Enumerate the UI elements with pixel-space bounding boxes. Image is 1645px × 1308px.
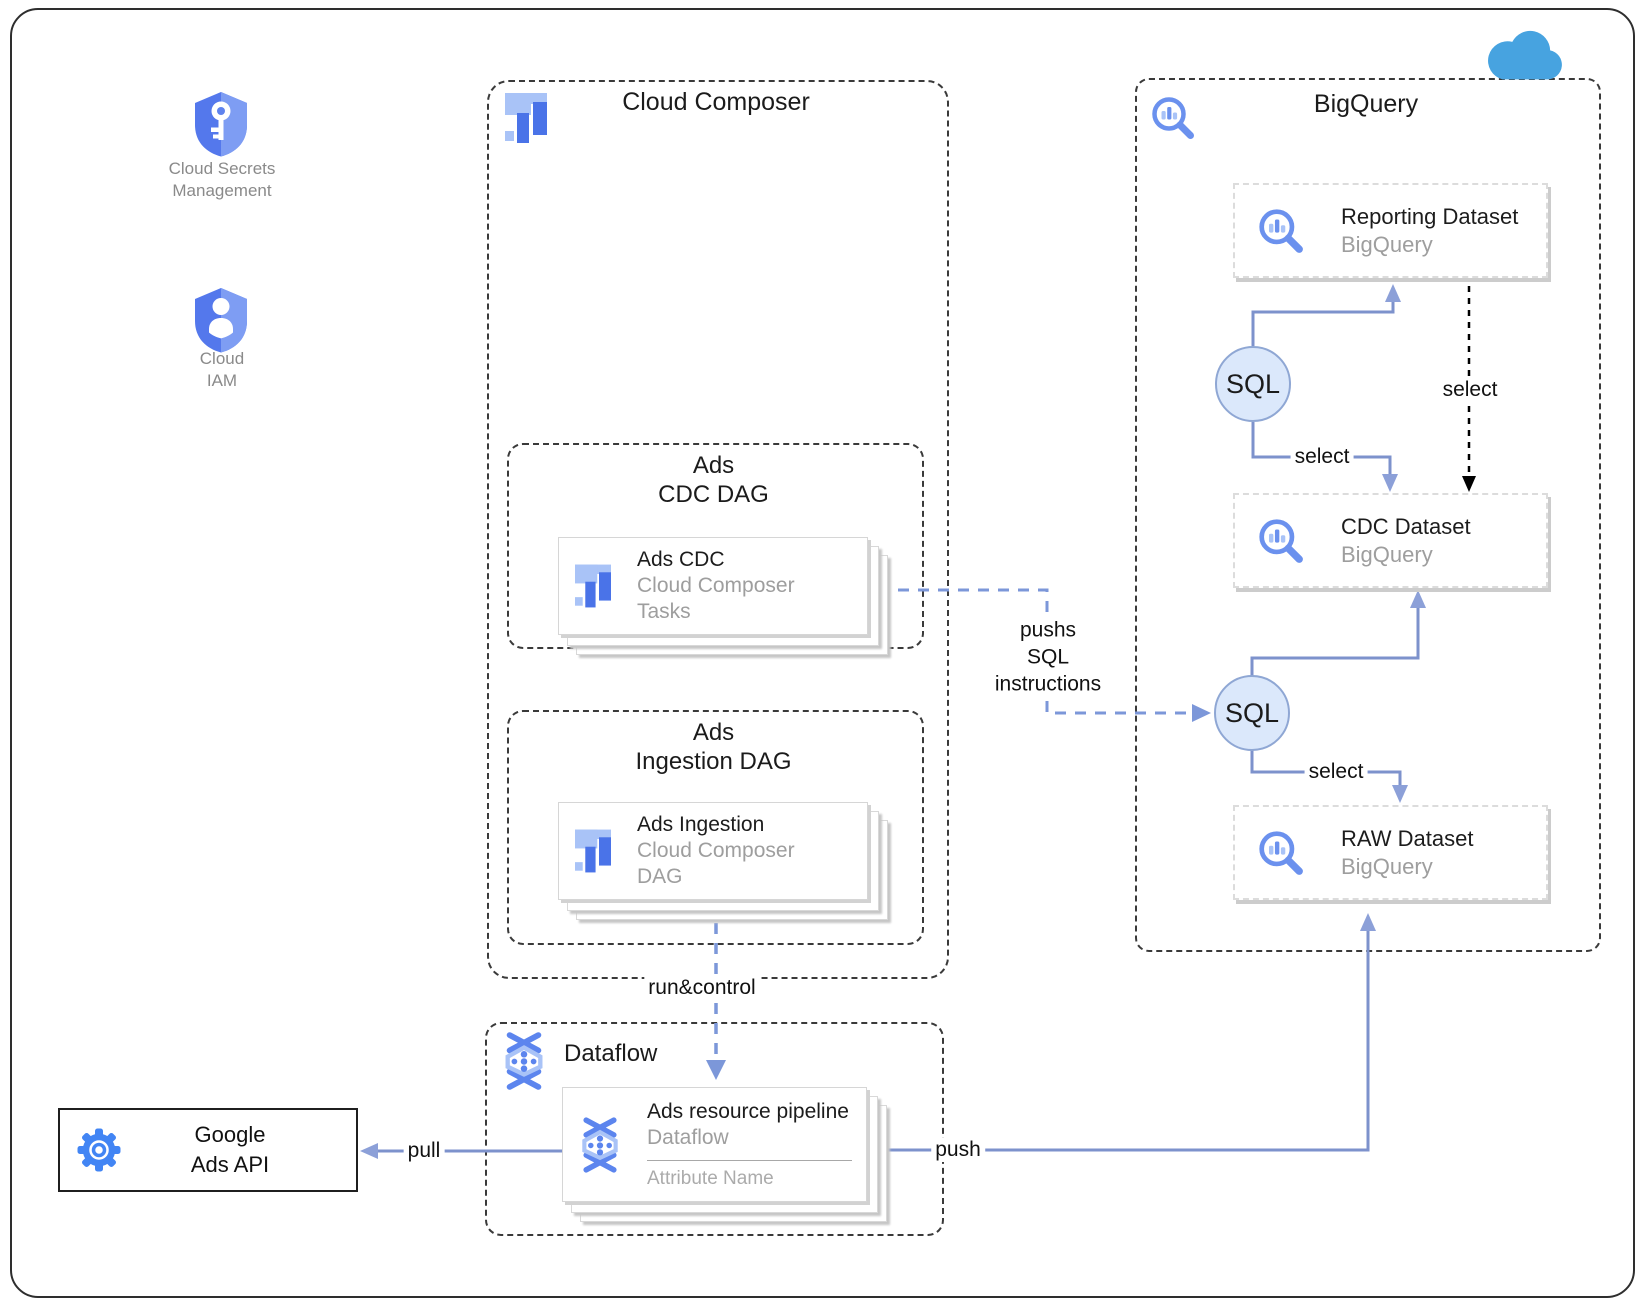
edge-label-pushs-sql-instructions: pushs SQL instructions (990, 616, 1106, 698)
cloud-secrets-label: Cloud Secrets Management (122, 158, 322, 202)
cloud-iam-label-line2: IAM (206, 371, 238, 390)
google-ads-api-label: Google Ads API (122, 1120, 338, 1180)
raw-dataset-card: RAW Dataset BigQuery (1233, 805, 1548, 900)
cdc-dataset-subtitle: BigQuery (1341, 541, 1433, 567)
cloud-composer-title: Cloud Composer (622, 88, 810, 116)
ads-resource-pipeline-card: Ads resource pipeline Dataflow Attribute… (562, 1087, 867, 1202)
dataflow-weave-icon (577, 1117, 623, 1173)
raw-dataset-title: RAW Dataset (1341, 825, 1474, 851)
sql-node-top: SQL (1215, 346, 1291, 422)
ads-cdc-dag-title-line2: CDC DAG (658, 481, 769, 508)
dataflow-weave-icon (500, 1032, 548, 1090)
dataflow-card-subtitle: Dataflow (647, 1126, 729, 1149)
edge-label-select-dashed: select (1438, 378, 1502, 402)
edge-label-push: push (931, 1138, 985, 1162)
ads-ingestion-dag-title: Ads Ingestion DAG (507, 718, 920, 776)
ads-cdc-dag-title-line1: Ads (692, 452, 735, 479)
reporting-dataset-subtitle: BigQuery (1341, 231, 1433, 257)
cloud-iam-label-line1: Cloud (199, 349, 245, 368)
shield-key-icon (192, 90, 250, 158)
ads-cdc-card: Ads CDC Cloud Composer Tasks (558, 537, 868, 635)
dataflow-card-attribute: Attribute Name (647, 1168, 774, 1189)
google-ads-api-line1: Google (194, 1122, 266, 1147)
magnifier-chart-icon (1257, 829, 1305, 877)
magnifier-chart-icon (1150, 95, 1196, 141)
ads-cdc-card-title: Ads CDC (637, 548, 725, 571)
google-ads-api-line2: Ads API (190, 1152, 270, 1177)
ads-ingestion-card-sub1: Cloud Composer (637, 839, 795, 862)
dataflow-card-divider (647, 1160, 852, 1161)
edge-label-run-control: run&control (644, 976, 760, 1000)
ads-ingestion-card: Ads Ingestion Cloud Composer DAG (558, 802, 868, 900)
cloud-icon (1483, 28, 1565, 82)
cloud-iam-label: Cloud IAM (122, 348, 322, 392)
cloud-secrets-label-line1: Cloud Secrets (168, 159, 276, 178)
cdc-dataset-title: CDC Dataset (1341, 513, 1471, 539)
reporting-dataset-title: Reporting Dataset (1341, 203, 1519, 229)
ads-ingestion-card-title: Ads Ingestion (637, 813, 765, 836)
cdc-dataset-card: CDC Dataset BigQuery (1233, 493, 1548, 588)
gear-icon (76, 1127, 122, 1173)
ads-cdc-dag-title: Ads CDC DAG (507, 451, 920, 509)
edge-label-pull: pull (403, 1139, 445, 1163)
dataflow-title: Dataflow (564, 1040, 658, 1067)
edge-label-pushs-line2: SQL (1026, 645, 1070, 669)
edge-label-pushs-line3: instructions (994, 672, 1102, 696)
ads-cdc-card-sub1: Cloud Composer (637, 574, 795, 597)
magnifier-chart-icon (1257, 207, 1305, 255)
composer-blocks-icon (505, 92, 547, 144)
raw-dataset-subtitle: BigQuery (1341, 853, 1433, 879)
reporting-dataset-card: Reporting Dataset BigQuery (1233, 183, 1548, 278)
cloud-secrets-label-line2: Management (172, 181, 272, 200)
ads-cdc-card-sub2: Tasks (637, 600, 691, 623)
dataflow-card-title: Ads resource pipeline (647, 1100, 849, 1123)
magnifier-chart-icon (1257, 517, 1305, 565)
edge-label-pushs-line1: pushs (1019, 618, 1077, 642)
google-ads-api-node: Google Ads API (58, 1108, 358, 1192)
composer-blocks-icon (575, 564, 611, 608)
diagram-outer-frame (10, 8, 1635, 1298)
shield-person-icon (192, 286, 250, 354)
bigquery-title: BigQuery (1313, 90, 1419, 118)
edge-label-select-top: select (1290, 445, 1354, 469)
sql-node-bottom: SQL (1214, 675, 1290, 751)
edge-label-select-bottom: select (1304, 760, 1368, 784)
ads-ingestion-dag-title-line1: Ads (692, 719, 735, 746)
ads-ingestion-dag-title-line2: Ingestion DAG (635, 748, 792, 775)
composer-blocks-icon (575, 829, 611, 873)
ads-ingestion-card-sub2: DAG (637, 865, 683, 888)
